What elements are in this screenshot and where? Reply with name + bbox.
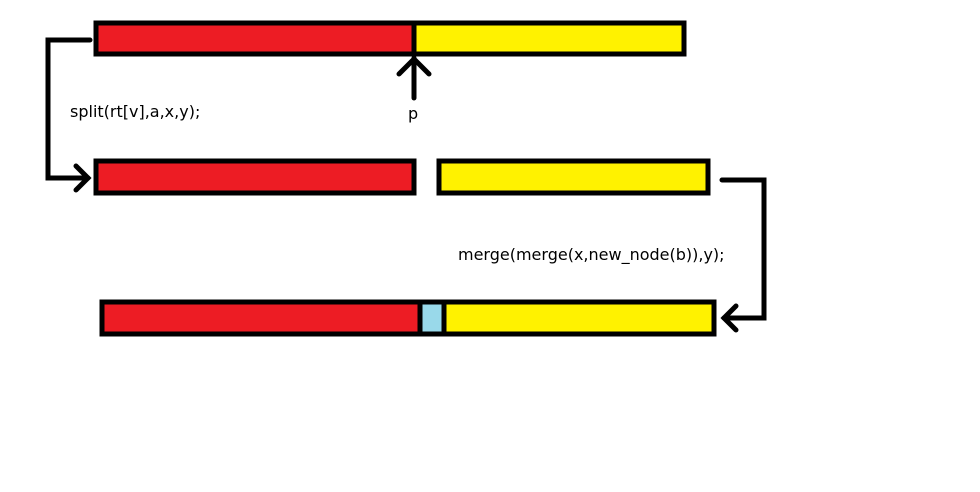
- merged-right-segment: [441, 299, 717, 337]
- split-call-label: split(rt[v],a,x,y);: [70, 102, 200, 121]
- original-left-segment: [93, 20, 417, 57]
- merge-connector-arrow-icon: [719, 177, 767, 333]
- original-right-segment: [411, 20, 687, 57]
- pointer-label: p: [408, 104, 418, 123]
- split-right-part-y: [436, 158, 711, 196]
- merged-left-segment: [99, 299, 423, 337]
- merged-sequence-bar: [99, 299, 717, 337]
- split-point-arrow-icon: [396, 55, 432, 101]
- merged-new-node: [417, 299, 447, 337]
- split-left-part-x: [93, 158, 417, 196]
- merge-call-label: merge(merge(x,new_node(b)),y);: [458, 245, 725, 265]
- split-connector-arrow-icon: [45, 37, 93, 193]
- original-sequence-bar: [93, 20, 687, 57]
